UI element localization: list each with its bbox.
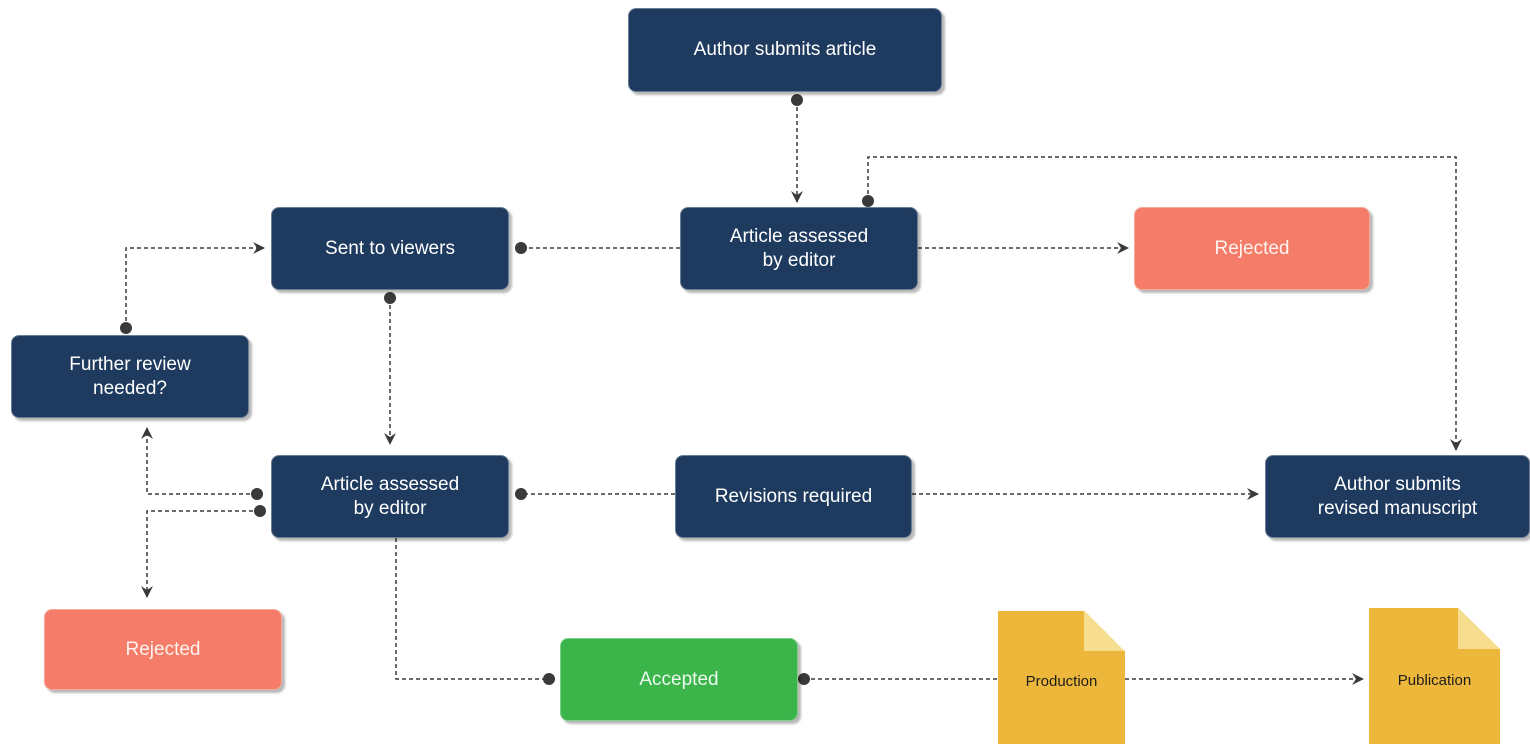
- node-rejected-top: Rejected: [1134, 207, 1370, 290]
- connector-dot: [543, 673, 555, 685]
- node-author-submits-label: Author submits article: [693, 39, 877, 60]
- node-revisions-label: Revisions required: [714, 485, 873, 507]
- connector-dot: [384, 292, 396, 304]
- connector-dot: [791, 94, 803, 106]
- node-sent-to-viewers: Sent to viewers: [271, 207, 509, 290]
- node-assessed-top-label: Article assessed by editor: [729, 225, 869, 271]
- connector-dot: [120, 322, 132, 334]
- connector-assessed-to-rejected-bottom: [141, 510, 260, 598]
- node-author-submits: Author submits article: [628, 8, 942, 92]
- connector-assessed-to-further: [141, 427, 257, 495]
- node-further-review: Further review needed?: [11, 335, 249, 418]
- node-revisions-required: Revisions required: [675, 455, 912, 538]
- connector-dot: [862, 195, 874, 207]
- node-revised-label: Author submits revised manuscript: [1317, 473, 1478, 519]
- connector-dot: [251, 488, 263, 500]
- connector-dot: [798, 673, 810, 685]
- node-assessed-by-editor-top: Article assessed by editor: [680, 207, 918, 290]
- node-assessed-by-editor-mid: Article assessed by editor: [271, 455, 509, 538]
- node-further-review-label: Further review needed?: [69, 353, 191, 399]
- connector-assessed-to-accepted: [395, 538, 549, 680]
- node-assessed-mid-label: Article assessed by editor: [320, 473, 460, 519]
- node-accepted: Accepted: [560, 638, 798, 721]
- connector-dot: [515, 488, 527, 500]
- node-rejected-bottom: Rejected: [44, 609, 282, 690]
- connector-dot: [515, 242, 527, 254]
- node-rejected-top-label: Rejected: [1214, 237, 1290, 259]
- node-rejected-bottom-label: Rejected: [125, 638, 201, 660]
- node-author-submits-revised: Author submits revised manuscript: [1265, 455, 1530, 538]
- node-sent-to-viewers-label: Sent to viewers: [325, 237, 455, 259]
- doc-production-label: Production: [1025, 673, 1098, 690]
- connector-dot: [254, 505, 266, 517]
- node-accepted-label: Accepted: [639, 668, 719, 690]
- connector-further-to-sent: [125, 242, 265, 328]
- connector-assessed-to-revised: [867, 156, 1462, 451]
- doc-publication-label: Publication: [1397, 671, 1472, 689]
